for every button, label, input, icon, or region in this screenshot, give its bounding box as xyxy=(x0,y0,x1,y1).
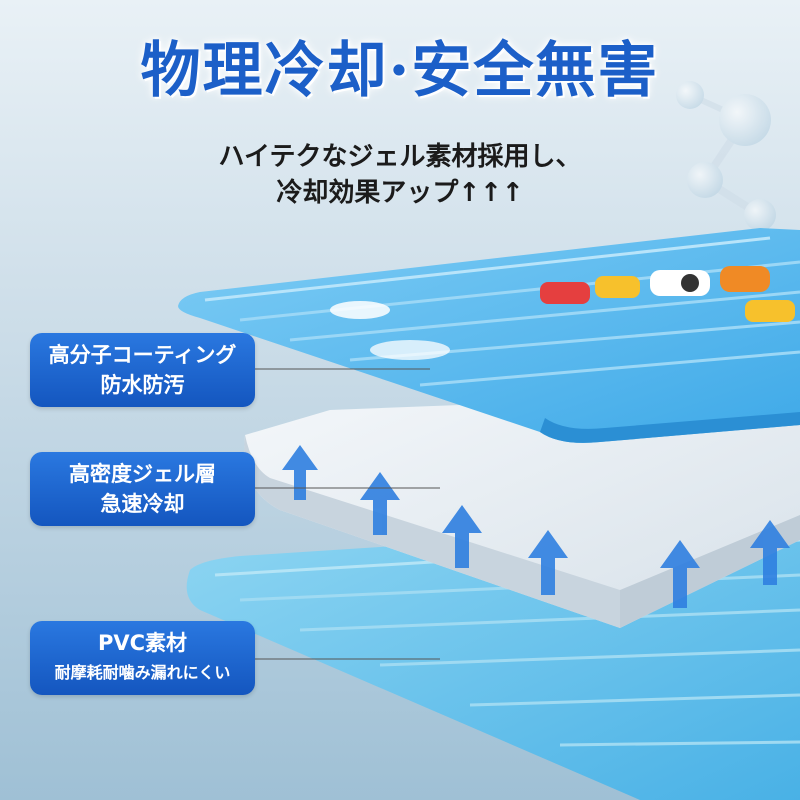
molecule-icon xyxy=(676,81,776,231)
coating-layer-label-desc: 防水防汚 xyxy=(100,373,185,397)
coating-layer xyxy=(178,228,800,443)
subtitle-line-2: 冷却効果アップ↑↑↑ xyxy=(276,178,524,208)
page-title: 物理冷却·安全無害 xyxy=(140,36,660,106)
pvc-layer-label: PVC素材 耐摩耗耐噛み漏れにくい xyxy=(30,621,255,695)
subtitle-line-1: ハイテクなジェル素材採用し、 xyxy=(218,142,582,172)
pvc-layer-label-title: PVC素材 xyxy=(97,631,188,655)
coating-layer-label-title: 高分子コーティング xyxy=(48,343,237,367)
gel-layer-label-desc: 急速冷却 xyxy=(100,492,185,516)
pvc-layer-label-desc: 耐摩耗耐噛み漏れにくい xyxy=(54,663,231,682)
coating-layer-label: 高分子コーティング 防水防汚 xyxy=(30,333,255,407)
gel-layer-label: 高密度ジェル層 急速冷却 xyxy=(30,452,255,526)
gel-layer-label-title: 高密度ジェル層 xyxy=(69,462,216,486)
